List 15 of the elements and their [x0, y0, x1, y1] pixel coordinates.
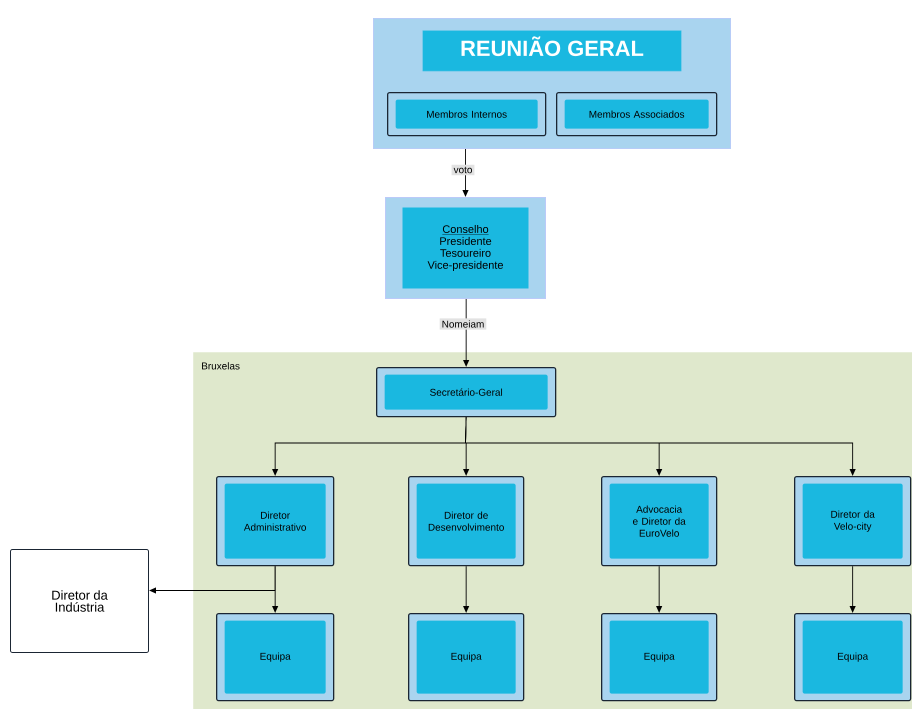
role-box: Diretor de Desenvolvimento [408, 476, 524, 566]
team-box: Equipa [408, 613, 524, 702]
role-box: Diretor Administrativo [216, 476, 334, 566]
role-box: Diretor da Velo-city [794, 476, 912, 566]
edge-label: voto [452, 164, 474, 176]
team-box: Equipa [216, 613, 334, 702]
team-box: Equipa [601, 613, 718, 702]
role-box: Secretário-Geral [376, 367, 556, 418]
role-box: Advocacia e Diretor da EuroVelo [601, 476, 718, 566]
role-box: Diretor da Indústria [10, 549, 149, 653]
council-box: Conselho Presidente Tesoureiro Vice-presidente [385, 197, 546, 299]
member-box: Membros Associados [556, 92, 718, 136]
member-box: Membros Internos [387, 92, 546, 136]
team-box: Equipa [794, 613, 912, 702]
edge-label: Nomeiam [440, 318, 486, 330]
